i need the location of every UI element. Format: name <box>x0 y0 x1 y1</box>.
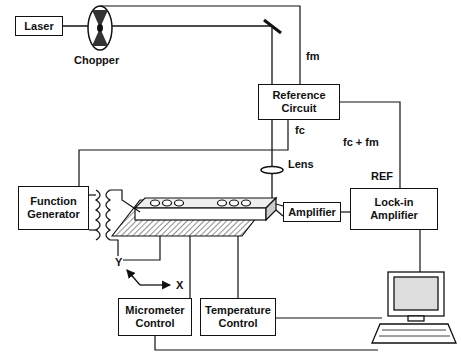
signal-connector <box>341 212 350 213</box>
axis-label: Y <box>114 256 123 268</box>
box-text: Temperature Control <box>205 304 271 329</box>
control-box: Temperature Control <box>200 298 276 336</box>
computer-icon <box>372 272 456 343</box>
signal-connector <box>79 120 288 186</box>
box-text: Micrometer Control <box>123 304 187 329</box>
signal-label: fc + fm <box>342 136 380 148</box>
signal-wires <box>276 204 283 216</box>
signal-label: REF <box>370 170 394 182</box>
box-text: Laser <box>24 20 53 33</box>
box-text: Function Generator <box>23 195 84 220</box>
component-label: Lens <box>287 158 315 170</box>
axis-label: X <box>175 279 184 291</box>
box-text: Lock-in Amplifier <box>355 196 433 221</box>
component-label: Chopper <box>73 54 120 66</box>
chopper-wheel <box>88 6 112 50</box>
lockin-box: Lock-in Amplifier <box>350 188 438 230</box>
mirror <box>264 20 281 33</box>
xy-axes <box>127 270 170 285</box>
sample-bar <box>135 198 276 220</box>
control-box: Micrometer Control <box>118 298 192 336</box>
box-text: Reference Circuit <box>263 89 335 114</box>
laser-beam <box>63 26 272 198</box>
laser-box: Laser <box>15 16 63 36</box>
signal-connector <box>340 102 400 188</box>
circuit-box: Reference Circuit <box>258 84 340 120</box>
lens <box>261 167 283 174</box>
generator-box: Function Generator <box>18 186 89 230</box>
box-text: Amplifier <box>288 206 336 219</box>
transformer-coil <box>89 190 160 260</box>
sync-wire <box>100 6 300 84</box>
signal-label: fc <box>294 124 306 136</box>
amplifier-box: Amplifier <box>283 202 341 222</box>
signal-label: fm <box>305 50 320 62</box>
